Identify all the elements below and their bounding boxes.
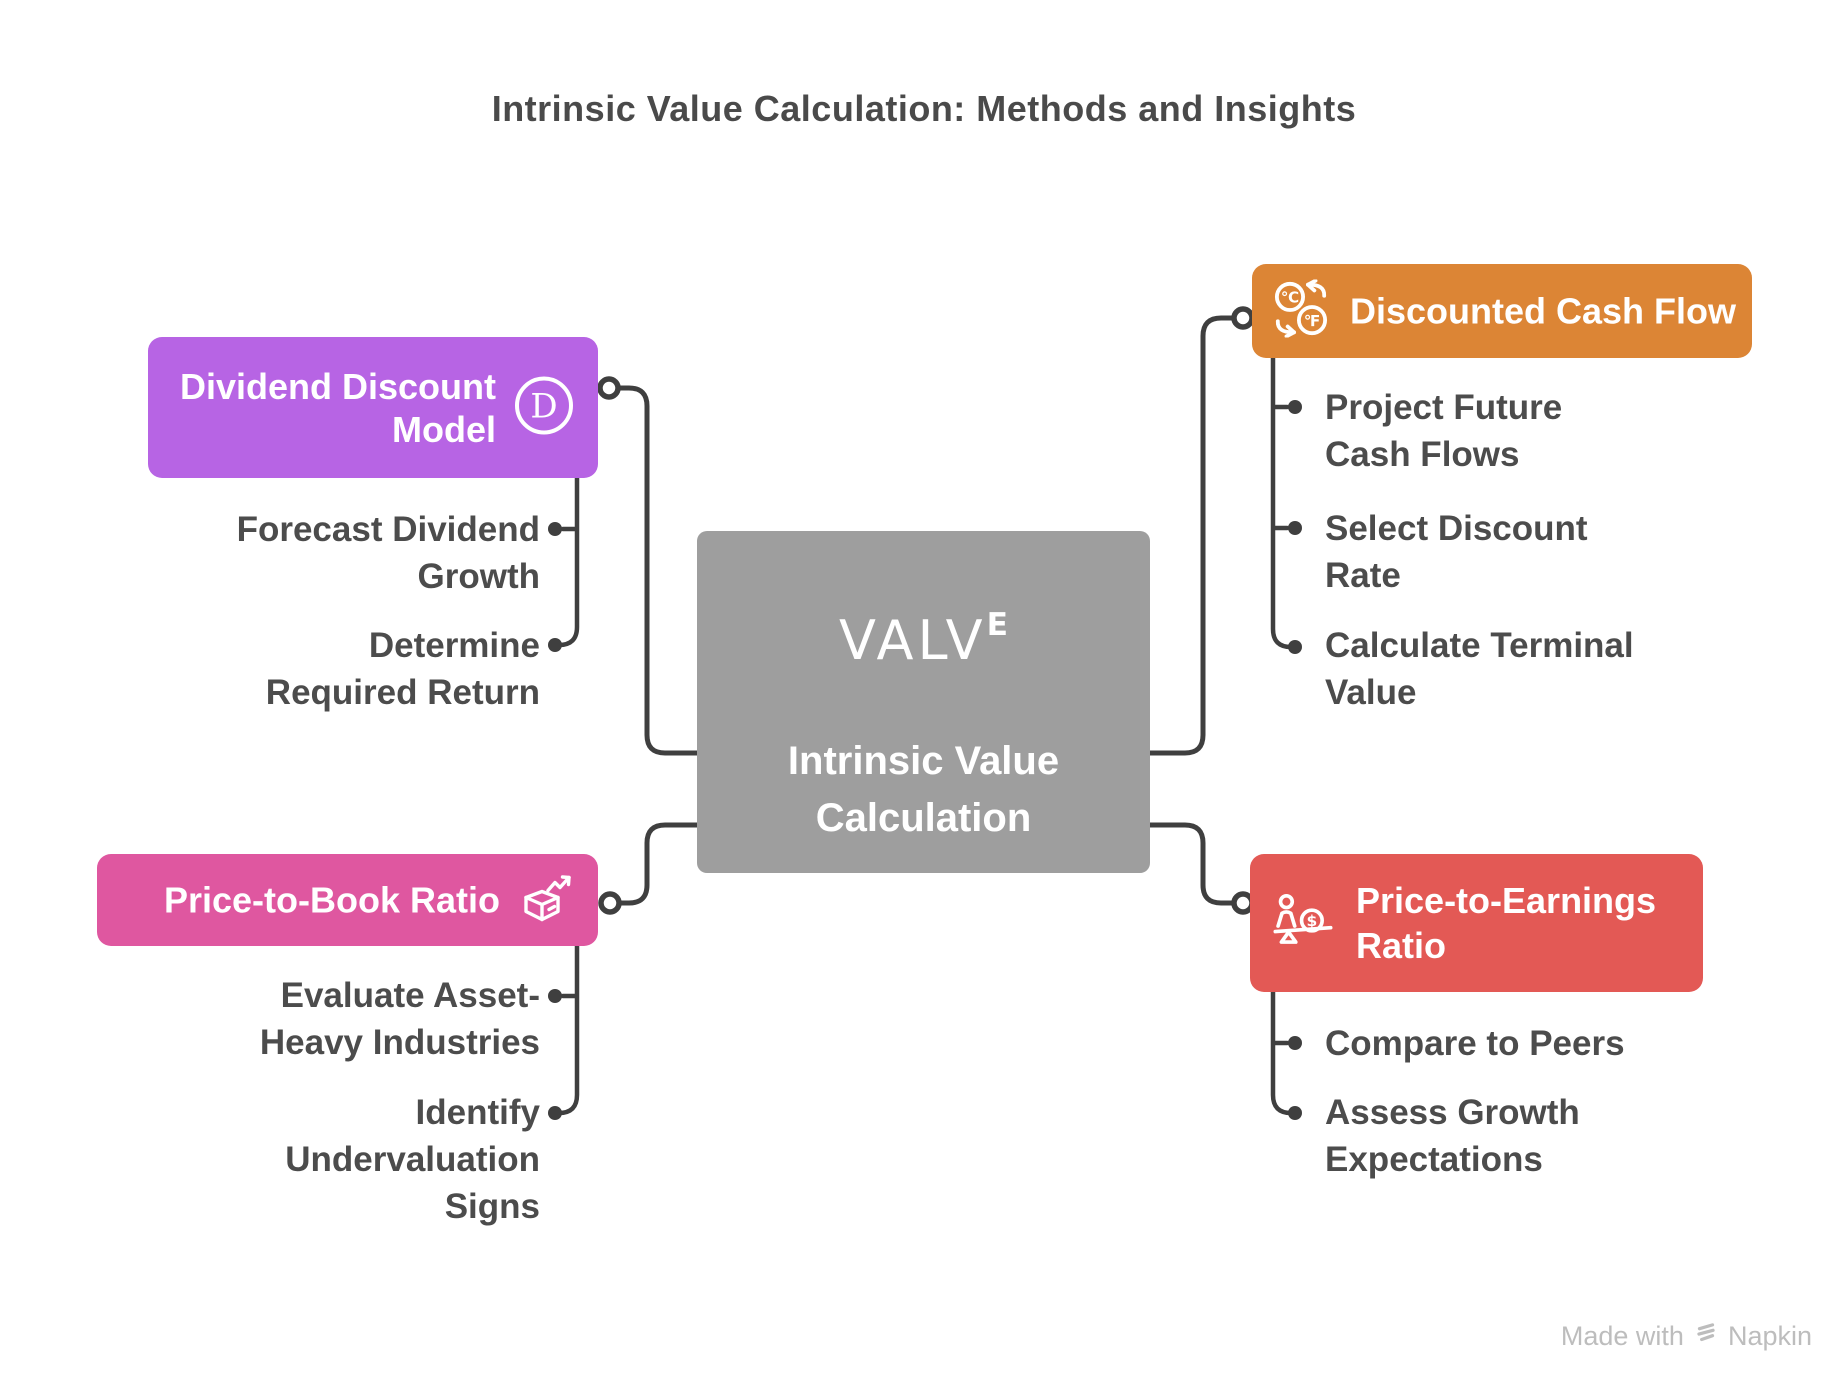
svg-text:℉: ℉	[1304, 312, 1320, 330]
made-with-napkin-credit: Made with Napkin	[1561, 1320, 1812, 1353]
branch-title: Price-to-Book Ratio	[163, 879, 500, 921]
branch-item: Compare to Peers	[1325, 1024, 1625, 1063]
temperature-conversion-icon: ℃ ℉	[1272, 278, 1330, 343]
open-box-growth-arrow-icon	[518, 870, 574, 931]
person-money-balance-icon: $	[1272, 890, 1334, 957]
center-node: VALVE Intrinsic Value Calculation	[697, 531, 1150, 873]
svg-text:$: $	[1306, 912, 1317, 930]
branch-title: Discounted Cash Flow	[1350, 290, 1737, 332]
tree-ptb	[556, 943, 580, 1116]
branch-item: Forecast Dividend Growth	[236, 510, 540, 596]
branch-item: Calculate Terminal Value	[1325, 626, 1634, 712]
branch-item: Determine Required Return	[265, 626, 540, 712]
tree-pte	[1270, 989, 1294, 1116]
branch-item: Select Discount Rate	[1325, 509, 1588, 595]
tree-dcf	[1270, 355, 1294, 650]
branch-title: Dividend Discount Model	[179, 365, 496, 450]
made-with-label: Made with	[1560, 1321, 1684, 1351]
branch-item: Evaluate Asset-Heavy Industries	[259, 976, 540, 1062]
napkin-logo-icon	[1693, 1320, 1719, 1353]
branch-box-dividend-discount-model: Dividend Discount Model D	[148, 337, 598, 478]
svg-text:℃: ℃	[1281, 289, 1299, 307]
circled-d-icon: D	[512, 373, 576, 442]
branch-box-price-to-book-ratio: Price-to-Book Ratio	[97, 854, 598, 946]
svg-text:D: D	[530, 386, 557, 426]
center-node-label: Intrinsic Value Calculation	[787, 739, 1060, 840]
item-dots	[548, 400, 1302, 1120]
diagram-title: Intrinsic Value Calculation: Methods and…	[491, 88, 1357, 129]
branch-item: Assess Growth Expectations	[1325, 1093, 1580, 1179]
connector-ptb-center	[617, 822, 700, 906]
valve-logo-superscript: E	[986, 607, 1008, 643]
napkin-brand-label: Napkin	[1727, 1321, 1812, 1351]
tree-ddm	[556, 475, 580, 648]
branch-item: Identify Undervaluation Signs	[285, 1093, 540, 1226]
branch-title: Price-to-Earnings Ratio	[1356, 880, 1657, 966]
connector-ddm-center	[616, 385, 700, 756]
branch-item: Project Future Cash Flows	[1325, 388, 1563, 474]
connector-center-pte	[1147, 822, 1236, 906]
branch-box-discounted-cash-flow: ℃ ℉ Discounted Cash Flow	[1252, 264, 1752, 358]
valve-logo: VALVE	[839, 607, 1008, 672]
branch-box-price-to-earnings-ratio: $ Price-to-Earnings Ratio	[1250, 854, 1703, 992]
connector-center-dcf	[1147, 315, 1236, 756]
